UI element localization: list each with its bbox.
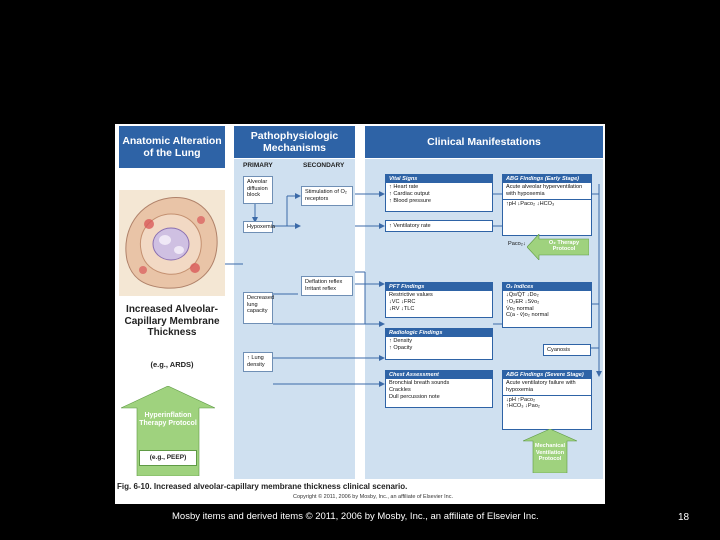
o2-indices-line: V̇o₂ normal [506, 305, 534, 312]
o2-indices-title: O₂ Indices [503, 283, 591, 292]
o2-therapy-label: O₂ Therapy Protocol [548, 240, 580, 253]
figure-copyright: Copyright © 2011, 2006 by Mosby, Inc., a… [293, 494, 453, 500]
pao2-label: Paco₂↓ [508, 241, 526, 247]
pft-line: ↓RV ↓TLC [389, 305, 415, 312]
subhead-primary: PRIMARY [243, 162, 273, 169]
cyanosis-box: Cyanosis [543, 344, 591, 356]
o2-indices-line: C(a - v̄)o₂ normal [506, 312, 549, 319]
radiologic-box: Radiologic Findings ↑ Density ↑ Opacity [385, 328, 493, 360]
vital-line: ↑ Heart rate [389, 184, 419, 191]
o2-therapy-arrow: O₂ Therapy Protocol [526, 233, 590, 261]
abg-severe-title: ABG Findings (Severe Stage) [503, 371, 591, 380]
mech-vent-label: Mechanical Ventilation Protocol [534, 443, 566, 463]
header-anatomic: Anatomic Alteration of the Lung [119, 126, 225, 168]
hyperinflation-arrow: Hyperinflation Therapy Protocol (e.g., P… [120, 385, 216, 477]
radiologic-line: ↑ Density [389, 338, 413, 345]
alveolar-tissue-image [119, 190, 225, 296]
vital-signs-box: Vital Signs ↑ Heart rate ↑ Cardiac outpu… [385, 174, 493, 212]
deflation-box: Deflation reflex Irritant reflex [301, 276, 353, 296]
chest-title: Chest Assessment [386, 371, 492, 380]
ventilatory-rate-box: ↑ Ventilatory rate [385, 220, 493, 232]
condition-example: (e.g., ARDS) [150, 360, 194, 369]
o2-indices-line: ↑O₂ER ↓Sv̄o₂ [506, 299, 540, 305]
vital-line: ↑ Cardiac output [389, 191, 430, 197]
decreased-capacity-box: Decreased lung capacity [243, 292, 274, 324]
pft-title: PFT Findings [386, 283, 492, 292]
subhead-secondary: SECONDARY [303, 162, 345, 169]
vital-line: ↑ Blood pressure [389, 197, 431, 204]
slide-footer: Mosby items and derived items © 2011, 20… [172, 511, 539, 522]
radiologic-line: ↑ Opacity [389, 345, 413, 351]
chest-assessment-box: Chest Assessment Bronchial breath sounds… [385, 370, 493, 408]
abg-early-box: ABG Findings (Early Stage) Acute alveola… [502, 174, 592, 236]
abg-early-row: ↑pH ↓Paco₂ ↓HCO₃ [503, 198, 591, 209]
pft-box: PFT Findings Restrictive values ↓VC ↓FRC… [385, 282, 493, 318]
alveolar-block-box: Alveolar diffusion block [243, 176, 273, 204]
peep-label: (e.g., PEEP) [139, 450, 197, 466]
o2-indices-box: O₂ Indices ↓Q̇s/Q̇T ↓Do₂ ↑O₂ER ↓Sv̄o₂ V̇… [502, 282, 592, 328]
abg-early-title: ABG Findings (Early Stage) [503, 175, 591, 184]
connector-lines [225, 184, 602, 387]
condition-title: Increased Alveolar-Capillary Membrane Th… [124, 304, 220, 338]
lung-illustration [119, 190, 225, 296]
chest-line: Dull percussion note [389, 393, 440, 400]
header-patho: Pathophysiologic Mechanisms [234, 126, 355, 158]
figure-caption: Fig. 6-10. Increased alveolar-capillary … [117, 482, 408, 491]
hypoxemia-box: Hypoxemia [243, 221, 275, 233]
header-clinical: Clinical Manifestations [365, 126, 603, 158]
chest-line: Bronchial breath sounds [389, 380, 450, 387]
pft-line: Restrictive values [389, 292, 433, 299]
figure: Anatomic Alteration of the Lung Pathophy… [115, 124, 605, 504]
hyperinflation-label: Hyperinflation Therapy Protocol [139, 412, 197, 427]
pft-line: ↓VC ↓FRC [389, 299, 416, 305]
chest-line: Crackles [389, 387, 411, 393]
stimulation-box: Stimulation of O₂ receptors [301, 186, 353, 206]
abg-early-desc: Acute alveolar hyperventilation with hyp… [506, 184, 583, 197]
mech-vent-arrow: Mechanical Ventilation Protocol [522, 428, 578, 474]
radiologic-title: Radiologic Findings [386, 329, 492, 338]
abg-severe-box: ABG Findings (Severe Stage) Acute ventil… [502, 370, 592, 430]
abg-severe-desc: Acute ventilatory failure with hypoxemia [506, 380, 576, 393]
abg-severe-row: ↓pH ↑Paco₂ [506, 396, 536, 403]
lung-density-box: ↑ Lung density [243, 352, 273, 372]
o2-indices-line: ↓Q̇s/Q̇T ↓Do₂ [506, 292, 539, 299]
page-number: 18 [678, 512, 690, 523]
abg-severe-row: ↑HCO₃ ↓Pao₂ [506, 403, 540, 410]
vital-signs-title: Vital Signs [386, 175, 492, 184]
